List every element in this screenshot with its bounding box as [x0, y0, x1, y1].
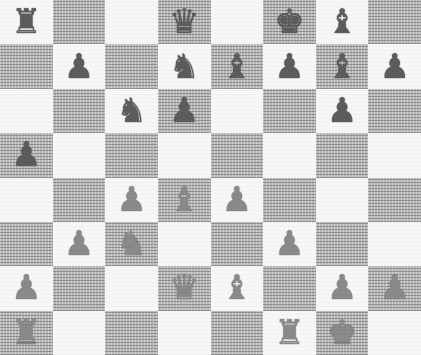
- square-c6[interactable]: ♞: [105, 89, 158, 133]
- white-knight-icon[interactable]: ♞: [116, 227, 146, 261]
- square-h4[interactable]: [368, 178, 421, 222]
- square-b6[interactable]: [53, 89, 106, 133]
- white-pawn-icon[interactable]: ♟: [379, 271, 409, 305]
- square-e7[interactable]: ♝: [211, 44, 264, 88]
- square-e8[interactable]: [211, 0, 264, 44]
- white-queen-icon[interactable]: ♛: [169, 271, 199, 305]
- square-d2[interactable]: ♛: [158, 266, 211, 310]
- black-bishop-icon[interactable]: ♝: [222, 50, 252, 84]
- black-pawn-icon[interactable]: ♟: [327, 94, 357, 128]
- black-queen-icon[interactable]: ♛: [169, 5, 199, 39]
- square-h2[interactable]: ♟: [368, 266, 421, 310]
- square-f1[interactable]: ♜: [263, 311, 316, 355]
- square-a5[interactable]: ♟: [0, 133, 53, 177]
- square-f7[interactable]: ♟: [263, 44, 316, 88]
- square-f3[interactable]: ♟: [263, 222, 316, 266]
- square-g8[interactable]: ♝: [316, 0, 369, 44]
- black-bishop-icon[interactable]: ♝: [327, 5, 357, 39]
- black-king-icon[interactable]: ♚: [274, 5, 304, 39]
- square-a1[interactable]: ♜: [0, 311, 53, 355]
- square-b8[interactable]: [53, 0, 106, 44]
- square-g4[interactable]: [316, 178, 369, 222]
- square-c8[interactable]: [105, 0, 158, 44]
- square-c4[interactable]: ♟: [105, 178, 158, 222]
- square-d8[interactable]: ♛: [158, 0, 211, 44]
- square-a4[interactable]: [0, 178, 53, 222]
- square-c7[interactable]: [105, 44, 158, 88]
- square-e5[interactable]: [211, 133, 264, 177]
- square-g3[interactable]: [316, 222, 369, 266]
- black-pawn-icon[interactable]: ♟: [379, 50, 409, 84]
- square-g6[interactable]: ♟: [316, 89, 369, 133]
- square-b2[interactable]: [53, 266, 106, 310]
- white-bishop-icon[interactable]: ♝: [222, 271, 252, 305]
- square-c3[interactable]: ♞: [105, 222, 158, 266]
- black-pawn-icon[interactable]: ♟: [11, 138, 41, 172]
- square-c5[interactable]: [105, 133, 158, 177]
- square-g7[interactable]: ♝: [316, 44, 369, 88]
- square-h7[interactable]: ♟: [368, 44, 421, 88]
- white-pawn-icon[interactable]: ♟: [327, 271, 357, 305]
- square-c1[interactable]: [105, 311, 158, 355]
- black-pawn-icon[interactable]: ♟: [64, 50, 94, 84]
- square-d4[interactable]: ♝: [158, 178, 211, 222]
- square-b1[interactable]: [53, 311, 106, 355]
- square-d7[interactable]: ♞: [158, 44, 211, 88]
- black-pawn-icon[interactable]: ♟: [169, 94, 199, 128]
- square-c2[interactable]: [105, 266, 158, 310]
- white-pawn-icon[interactable]: ♟: [274, 227, 304, 261]
- square-d5[interactable]: [158, 133, 211, 177]
- square-b3[interactable]: ♟: [53, 222, 106, 266]
- square-f5[interactable]: [263, 133, 316, 177]
- white-rook-icon[interactable]: ♜: [11, 316, 41, 350]
- square-e4[interactable]: ♟: [211, 178, 264, 222]
- square-f4[interactable]: [263, 178, 316, 222]
- square-a3[interactable]: [0, 222, 53, 266]
- square-h1[interactable]: [368, 311, 421, 355]
- square-d3[interactable]: [158, 222, 211, 266]
- white-rook-icon[interactable]: ♜: [274, 316, 304, 350]
- white-pawn-icon[interactable]: ♟: [116, 183, 146, 217]
- square-e1[interactable]: [211, 311, 264, 355]
- square-e6[interactable]: [211, 89, 264, 133]
- black-knight-icon[interactable]: ♞: [116, 94, 146, 128]
- square-f8[interactable]: ♚: [263, 0, 316, 44]
- black-pawn-icon[interactable]: ♟: [274, 50, 304, 84]
- square-g5[interactable]: [316, 133, 369, 177]
- white-pawn-icon[interactable]: ♟: [64, 227, 94, 261]
- white-pawn-icon[interactable]: ♟: [11, 271, 41, 305]
- square-d6[interactable]: ♟: [158, 89, 211, 133]
- square-b4[interactable]: [53, 178, 106, 222]
- square-h3[interactable]: [368, 222, 421, 266]
- square-h5[interactable]: [368, 133, 421, 177]
- square-b5[interactable]: [53, 133, 106, 177]
- square-f6[interactable]: [263, 89, 316, 133]
- square-a7[interactable]: [0, 44, 53, 88]
- square-g2[interactable]: ♟: [316, 266, 369, 310]
- black-bishop-icon[interactable]: ♝: [327, 50, 357, 84]
- square-f2[interactable]: [263, 266, 316, 310]
- square-e3[interactable]: [211, 222, 264, 266]
- square-a2[interactable]: ♟: [0, 266, 53, 310]
- square-b7[interactable]: ♟: [53, 44, 106, 88]
- white-king-icon[interactable]: ♚: [327, 316, 357, 350]
- white-bishop-icon[interactable]: ♝: [169, 183, 199, 217]
- white-pawn-icon[interactable]: ♟: [222, 183, 252, 217]
- square-a8[interactable]: ♜: [0, 0, 53, 44]
- square-d1[interactable]: [158, 311, 211, 355]
- square-h8[interactable]: [368, 0, 421, 44]
- square-e2[interactable]: ♝: [211, 266, 264, 310]
- black-rook-icon[interactable]: ♜: [11, 5, 41, 39]
- square-a6[interactable]: [0, 89, 53, 133]
- square-g1[interactable]: ♚: [316, 311, 369, 355]
- square-h6[interactable]: [368, 89, 421, 133]
- black-knight-icon[interactable]: ♞: [169, 50, 199, 84]
